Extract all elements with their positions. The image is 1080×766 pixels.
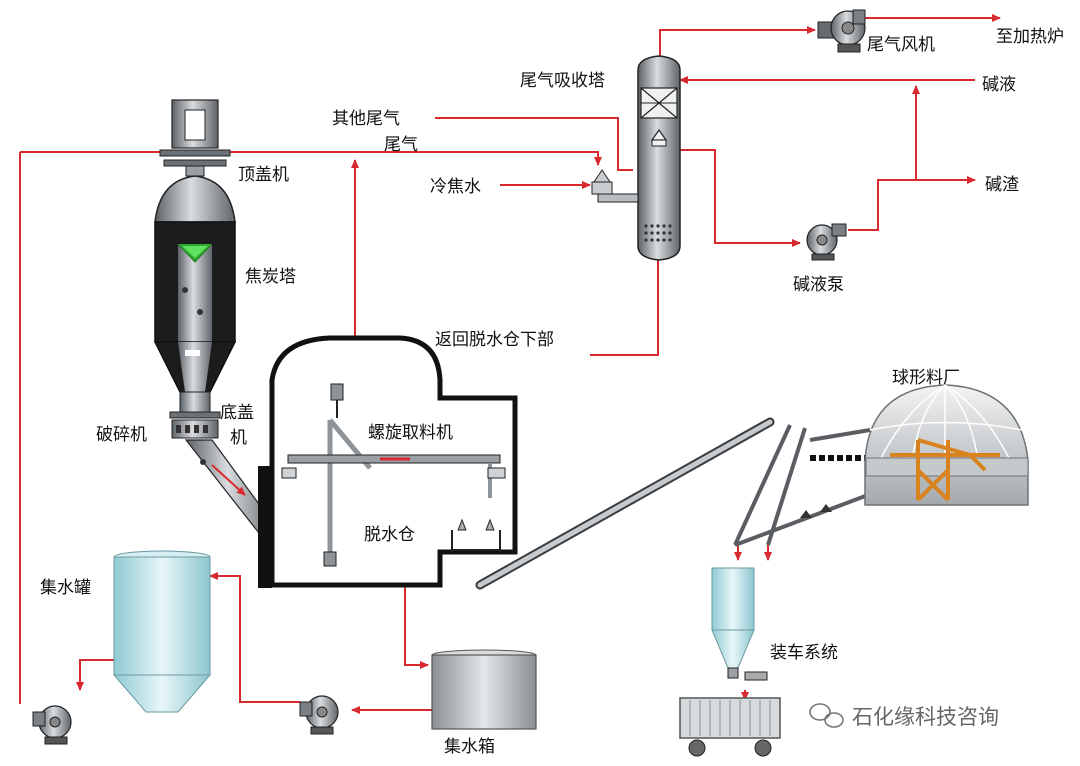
tail-gas-fan-icon — [817, 9, 866, 53]
label-tail-gas-absorber: 尾气吸收塔 — [520, 71, 605, 91]
left-pump-icon — [32, 705, 72, 745]
water-collection-box — [431, 649, 537, 730]
ejector-icon — [591, 169, 639, 203]
spherical-yard-dome — [864, 384, 1029, 506]
water-collection-tank — [112, 550, 212, 713]
label-bottom-cover-machine-line2: 机 — [230, 428, 247, 448]
label-bottom-cover-machine-line1: 底盖 — [220, 403, 254, 423]
truck-loading-system — [679, 567, 781, 757]
label-crusher: 破碎机 — [96, 425, 147, 445]
tail-gas-absorber — [637, 55, 681, 261]
label-return-to-dewater-bin-bottom: 返回脱水仓下部 — [435, 330, 554, 350]
label-dewatering-bin: 脱水仓 — [364, 525, 415, 545]
middle-pump-icon — [299, 695, 339, 735]
label-alkali-pump: 碱液泵 — [793, 275, 844, 295]
label-water-collection-box: 集水箱 — [444, 737, 495, 757]
label-top-cover-machine: 顶盖机 — [238, 165, 289, 185]
label-to-heating-furnace: 至加热炉 — [996, 27, 1064, 47]
label-tail-gas: 尾气 — [384, 135, 418, 155]
coke-tower — [153, 99, 237, 439]
label-alkali-residue: 碱渣 — [985, 175, 1019, 195]
label-cooling-coke-water: 冷焦水 — [430, 177, 481, 197]
label-other-tail-gas: 其他尾气 — [332, 109, 400, 129]
label-screw-reclaimer: 螺旋取料机 — [368, 423, 453, 443]
label-tail-gas-fan: 尾气风机 — [867, 35, 935, 55]
labels: 至加热炉 尾气风机 尾气吸收塔 碱液 其他尾气 尾气 顶盖机 冷焦水 碱渣 焦炭… — [40, 27, 1064, 757]
watermark: 石化缘科技咨询 — [809, 703, 999, 729]
label-alkali-liquid: 碱液 — [982, 75, 1016, 95]
watermark-text: 石化缘科技咨询 — [852, 705, 999, 729]
label-truck-loading-system: 装车系统 — [770, 643, 838, 663]
label-spherical-yard: 球形料厂 — [892, 368, 960, 388]
belt-conveyor — [475, 417, 871, 590]
dewatering-bin-building — [258, 335, 518, 588]
alkali-pump-icon — [806, 223, 847, 261]
wechat-icon — [809, 703, 844, 728]
label-coke-tower: 焦炭塔 — [245, 267, 296, 287]
label-water-collection-tank: 集水罐 — [40, 578, 91, 598]
